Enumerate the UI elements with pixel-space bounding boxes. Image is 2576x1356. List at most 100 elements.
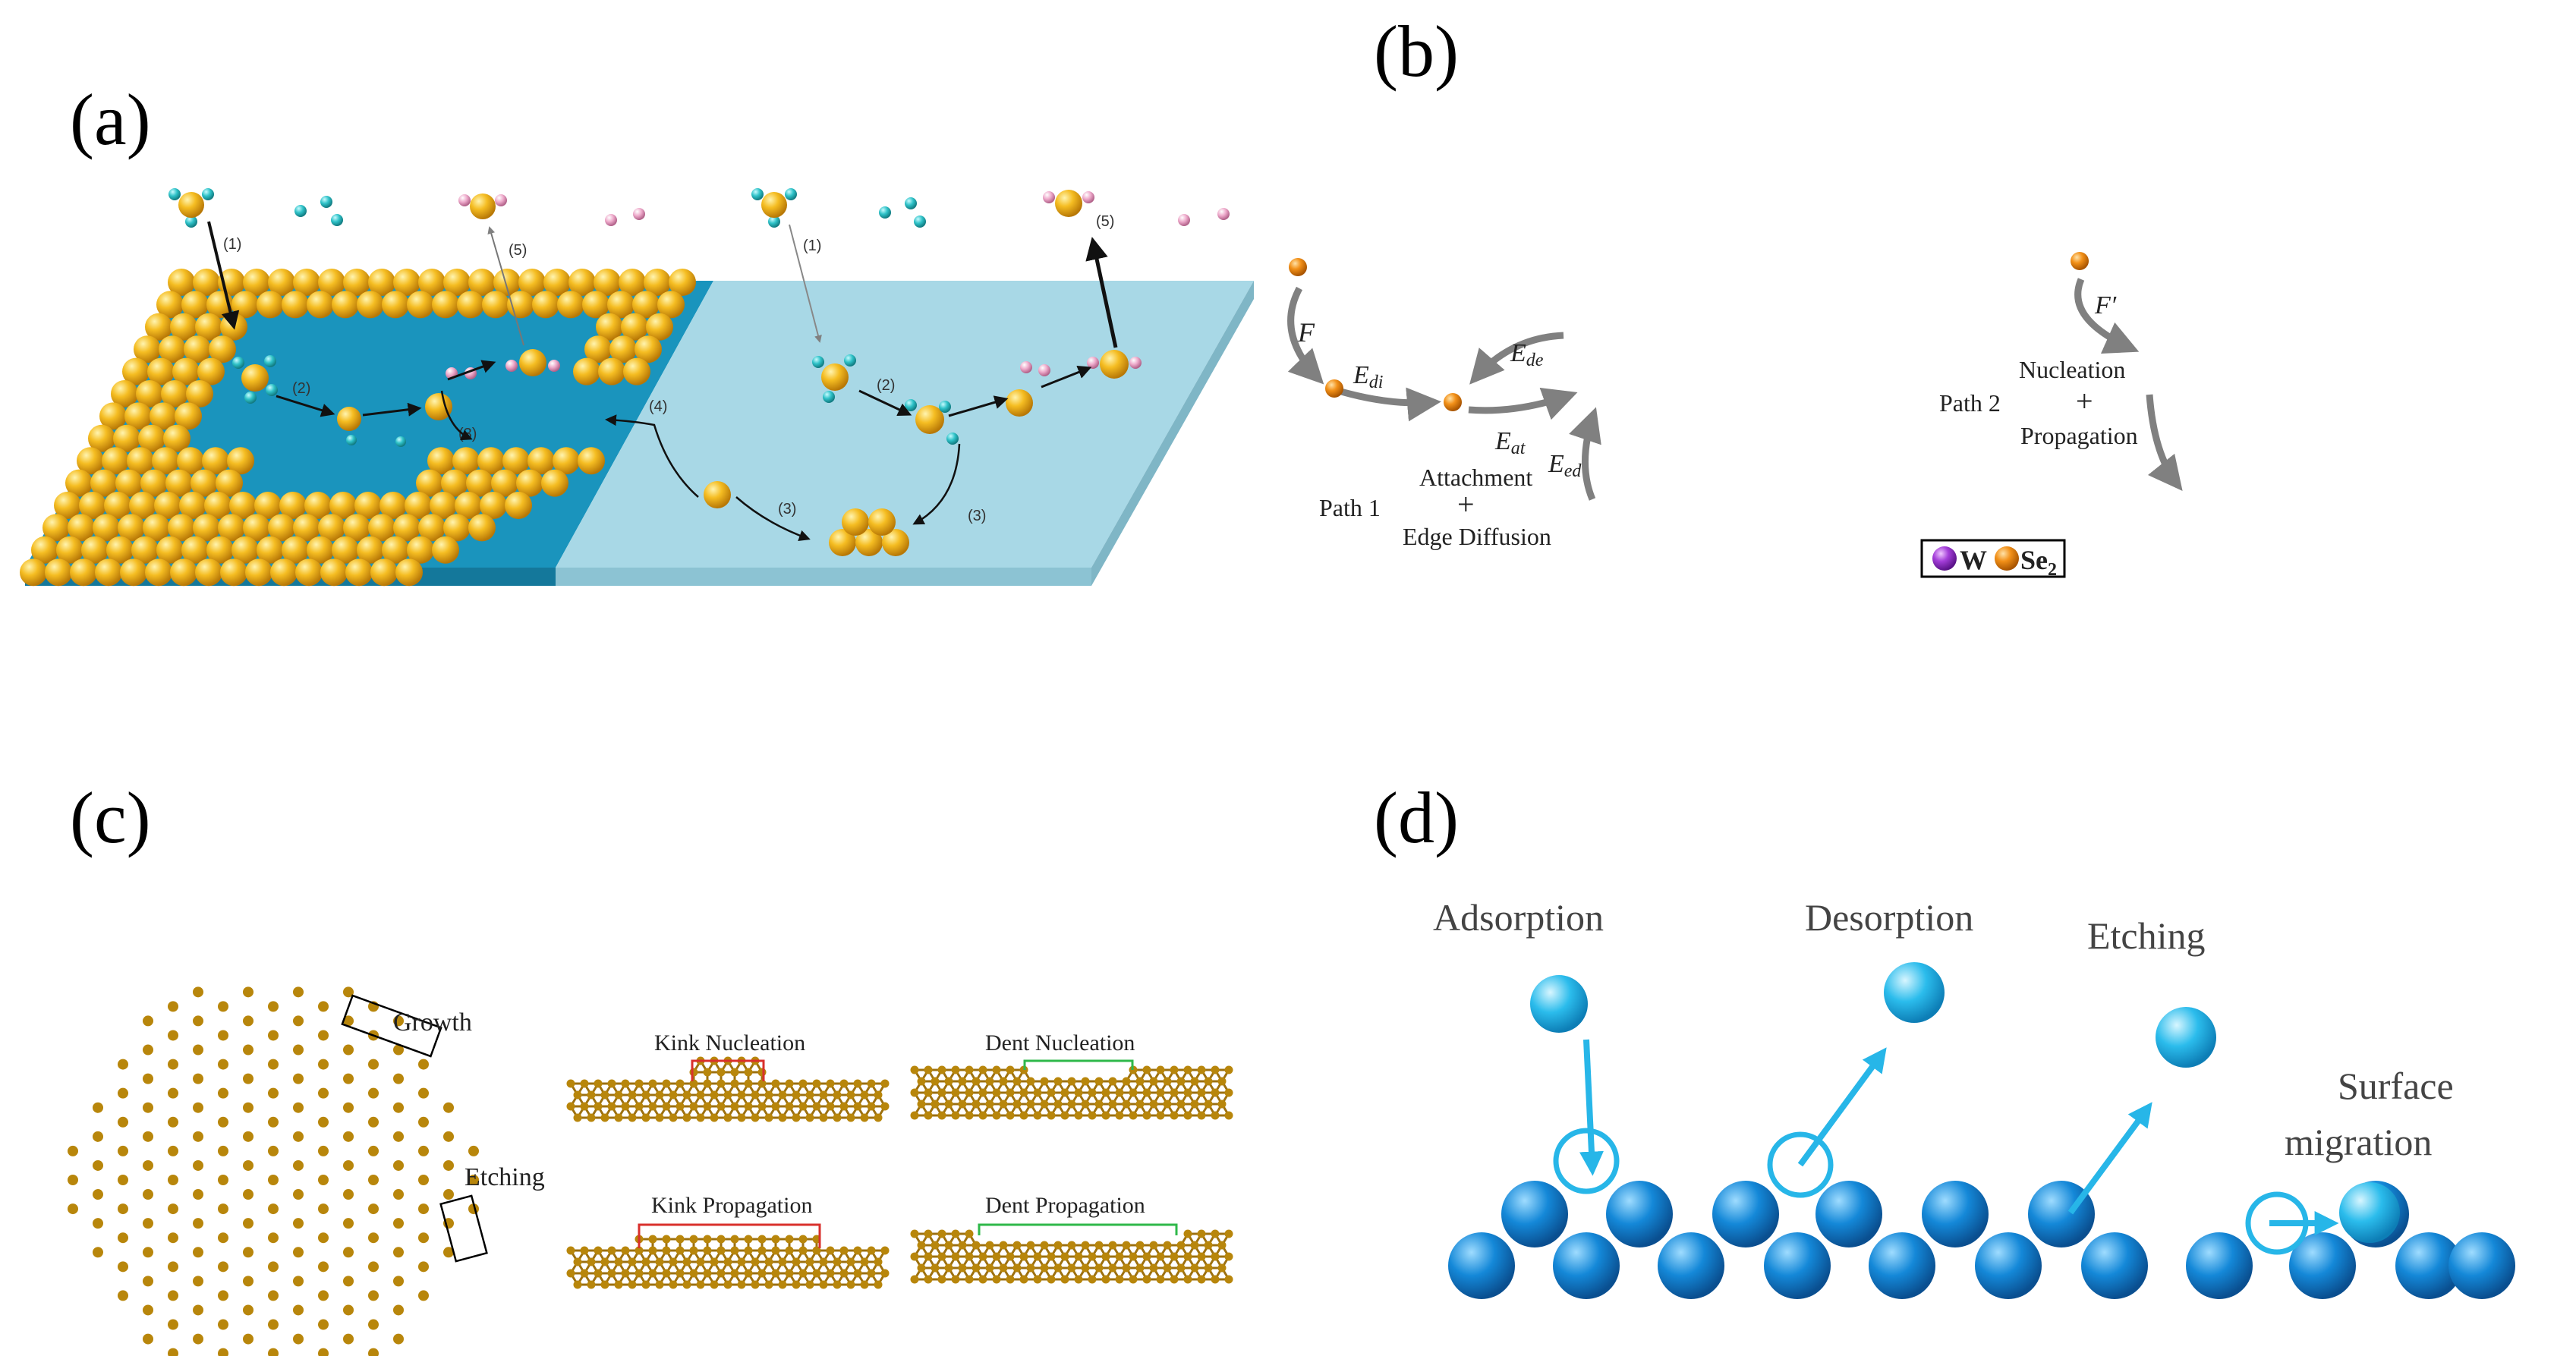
s-atom [580, 1269, 589, 1278]
s-atom [1197, 1065, 1206, 1074]
s-atom [696, 1280, 705, 1289]
teal-atom [331, 214, 343, 226]
s-atom [798, 1235, 808, 1244]
s-atom [992, 1111, 1001, 1120]
s-atom [778, 1090, 787, 1100]
gold-atom [209, 335, 236, 363]
gold-atom [193, 269, 220, 296]
s-atom [924, 1275, 933, 1284]
s-atom [1019, 1088, 1028, 1097]
s-atom [1135, 1100, 1145, 1109]
s-atom [985, 1100, 994, 1109]
metal-atom [1006, 389, 1033, 417]
teal-atom [294, 205, 307, 217]
s-atom [607, 1102, 616, 1111]
gold-atom [657, 291, 685, 319]
s-atom [143, 1102, 153, 1113]
gold-atom [229, 492, 257, 519]
s-atom [243, 1189, 254, 1200]
s-atom [924, 1229, 933, 1238]
metal-atom [425, 393, 452, 420]
nucleation-label: Nucleation [2019, 356, 2125, 383]
step-labels: (1) (2) (3) (4) (5) (1) (2) (3) (3) (5) [223, 213, 1114, 524]
s-atom [1142, 1275, 1151, 1284]
panel-c-label: (c) [70, 777, 151, 858]
s-atom [118, 1261, 128, 1273]
gold-atom [216, 469, 243, 497]
s-atom [910, 1111, 919, 1120]
s-atom [1211, 1111, 1220, 1120]
s-atom [710, 1280, 719, 1289]
gold-atom [111, 380, 138, 407]
s-atom [744, 1068, 753, 1077]
gold-atom [455, 492, 482, 519]
s-atom [343, 1073, 354, 1084]
s-atom [368, 1319, 379, 1330]
s-atom [621, 1246, 630, 1255]
s-atom [143, 1159, 153, 1171]
s-atom [910, 1252, 919, 1261]
s-atom [1074, 1252, 1083, 1261]
ligand-atom [812, 356, 824, 368]
s-atom [143, 1276, 153, 1287]
s-atom [910, 1275, 919, 1284]
s-atom [826, 1269, 835, 1278]
dent-nucleation-strip [910, 1059, 1233, 1120]
s-atom [944, 1100, 953, 1109]
teal-atom [905, 399, 917, 411]
s-atom [418, 1203, 429, 1215]
s-atom [268, 1059, 279, 1070]
s-atom [757, 1079, 767, 1088]
s-atom [1047, 1111, 1056, 1120]
gold-atom [65, 469, 93, 497]
s-atom [798, 1246, 808, 1255]
s-atom [1129, 1275, 1138, 1284]
ede-sub: de [1526, 351, 1544, 370]
gold-atom [345, 558, 373, 587]
gold-atom [293, 514, 320, 542]
s-atom [833, 1280, 842, 1289]
gold-atom [480, 492, 507, 519]
s-atom [805, 1090, 814, 1100]
s-atom [689, 1068, 698, 1077]
s-atom [393, 1159, 404, 1171]
metal-atom [821, 363, 849, 391]
s-atom [716, 1068, 726, 1077]
s-atom [703, 1079, 712, 1088]
s-atom [846, 1280, 855, 1289]
s-atom [689, 1079, 698, 1088]
s-atom [268, 1348, 279, 1356]
s-atom [243, 1247, 254, 1258]
s-atom [368, 1348, 379, 1356]
s-atom [443, 1189, 454, 1200]
s-atom [343, 1218, 354, 1229]
s-atom [771, 1235, 780, 1244]
s-atom [682, 1280, 691, 1289]
s-atom [418, 1175, 429, 1185]
atom-legend: W Se2 [1920, 539, 2066, 580]
highlight-bracket [638, 1223, 821, 1248]
s-atom [785, 1079, 794, 1088]
desorbing-atom [1884, 962, 1945, 1023]
s-atom [1067, 1077, 1076, 1086]
s-atom [703, 1246, 712, 1255]
s-atom [751, 1113, 760, 1122]
gold-atom [573, 357, 600, 385]
s-atom [1101, 1111, 1110, 1120]
step-1-right: (1) [803, 238, 821, 254]
s-atom [985, 1077, 994, 1086]
gold-atom [553, 447, 580, 475]
teal-atom [395, 436, 406, 447]
step-4-left: (4) [649, 398, 667, 415]
s-atom [193, 1247, 203, 1258]
gold-atom [195, 313, 222, 341]
s-atom [293, 1044, 304, 1056]
s-atom [318, 1116, 329, 1128]
s-atom [566, 1246, 575, 1255]
s-atom [1088, 1088, 1097, 1097]
s-atom [744, 1235, 753, 1244]
gold-atom [245, 558, 272, 587]
s-atom [293, 1015, 304, 1027]
gold-atom [432, 536, 459, 564]
s-atom [1163, 1263, 1172, 1273]
